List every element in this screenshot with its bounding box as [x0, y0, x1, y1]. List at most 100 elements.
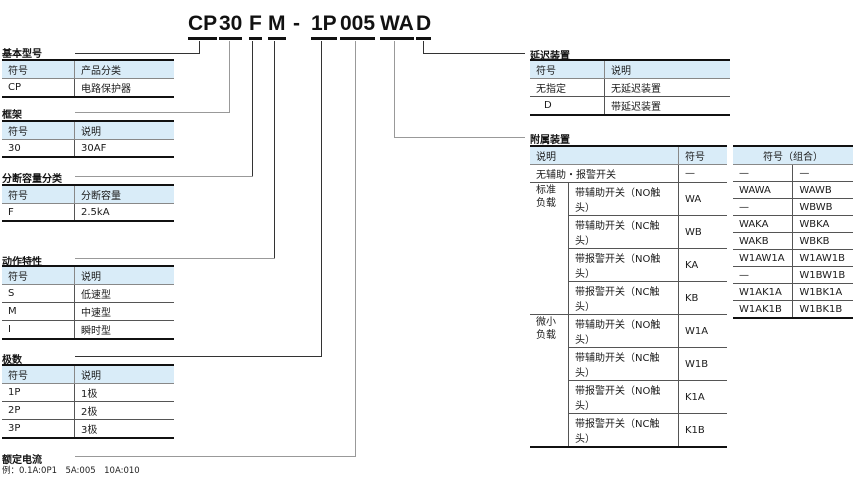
cell-combo: W1AK1A — [733, 283, 793, 301]
column-header: 符号 — [2, 365, 75, 384]
cell-combo: WAKB — [733, 232, 793, 250]
table-row: —W1BW1B — [733, 266, 853, 284]
cell-description: 带报警开关（NO触头） — [568, 380, 679, 414]
section-title-accessory: 附属装置 — [530, 135, 570, 146]
code-basic-model: CP — [188, 12, 218, 40]
cell-description: 30AF — [74, 139, 174, 157]
cell-description: 带辅助开关（NO触头） — [568, 314, 679, 348]
rated-current-example: 例：0.1A:0P1 5A:005 10A:010 — [2, 466, 140, 476]
cell-description: 带辅助开关（NC触头） — [568, 347, 679, 381]
column-header: 分断容量 — [74, 185, 174, 204]
connector-line — [199, 41, 200, 54]
cell-combo: — — [733, 164, 793, 182]
cell-symbol: 30 — [8, 142, 21, 154]
table-row: 带报警开关（NC触头） KB — [530, 281, 727, 315]
code-separator: - — [293, 12, 300, 35]
cell-description: 电路保护器 — [74, 78, 174, 97]
column-header: 符号 — [678, 146, 727, 165]
connector-line — [229, 41, 230, 113]
connector-line — [75, 356, 322, 357]
cell-symbol: WA — [678, 182, 727, 216]
table-row: 带报警开关（NC触头） K1B — [530, 413, 727, 447]
column-header: 说明 — [74, 266, 174, 285]
table-row: D 带延迟装置 — [530, 96, 730, 115]
code-frame: 30 — [219, 12, 243, 40]
section-title-basic-model: 基本型号 — [2, 49, 42, 60]
cell-symbol: 无指定 — [530, 78, 605, 97]
column-header: 符号 — [2, 185, 75, 204]
column-header: 符号（组合） — [733, 146, 853, 165]
cell-description: 带辅助开关（NO触头） — [568, 182, 679, 216]
table-row: 带报警开关（NO触头） K1A — [530, 380, 727, 414]
cell-description: 1极 — [74, 383, 174, 402]
connector-line — [394, 41, 395, 138]
cell-combo: WAKA — [733, 215, 793, 233]
connector-line — [423, 53, 525, 54]
cell-combo: WBKB — [792, 232, 853, 250]
group-label-micro-load: 微小 负载 — [530, 314, 569, 448]
table-row: 带辅助开关（NC触头） WB — [530, 215, 727, 249]
table-row: 标准 负载 带辅助开关（NO触头） WA — [530, 182, 727, 315]
column-header: 说明 — [74, 121, 174, 140]
code-delay-device: D — [416, 12, 432, 40]
section-title-frame: 框架 — [2, 110, 22, 121]
cell-description: 带报警开关（NC触头） — [575, 419, 660, 445]
column-header: 符号 — [2, 60, 75, 79]
column-header: 符号 — [530, 60, 605, 79]
cell-description: 带报警开关（NC触头） — [568, 281, 679, 315]
cell-symbol: K1B — [678, 413, 727, 447]
connector-line — [75, 258, 275, 259]
table-row: —— — [733, 164, 853, 182]
column-header: 说明 — [604, 60, 730, 79]
cell-symbol: 3P — [8, 423, 21, 434]
table-row: 3P 3极 — [2, 419, 174, 438]
section-title-trip-characteristic: 动作特性 — [2, 257, 42, 268]
cell-symbol: KA — [678, 248, 727, 282]
cell-symbol: 2P — [2, 401, 75, 420]
cell-description: 2极 — [74, 401, 174, 420]
code-trip-characteristic: M — [268, 12, 286, 40]
cell-symbol: 1P — [2, 383, 75, 402]
cell-combo: — — [792, 164, 853, 182]
code-rated-current: 005 — [340, 12, 376, 40]
table-row: 带辅助开关（NC触头） W1B — [530, 347, 727, 381]
table-row: 无指定无延迟装置 — [530, 78, 730, 97]
table-row: —WBWB — [733, 198, 853, 216]
cell-description: 3极 — [74, 419, 174, 438]
connector-line — [423, 41, 424, 54]
cell-combo: W1AW1B — [792, 249, 853, 267]
cell-symbol: KB — [678, 281, 727, 315]
column-header: 产品分类 — [74, 60, 174, 79]
cell-symbol: M — [2, 302, 75, 321]
table-row: 30 30AF — [2, 139, 174, 157]
cell-description: 带辅助开关（NC触头） — [568, 215, 679, 249]
code-poles: 1P — [311, 12, 337, 40]
group-label-standard-load: 标准 负载 — [530, 182, 569, 315]
section-title-breaking-capacity: 分断容量分类 — [2, 174, 62, 185]
connector-line — [75, 456, 356, 457]
section-title-rated-current: 额定电流 — [2, 455, 42, 466]
column-header: 说明 — [74, 365, 174, 384]
code-accessory: WA — [380, 12, 414, 40]
connector-line — [394, 137, 525, 138]
cell-description: 2.5kA — [74, 203, 174, 221]
cell-description: 带延迟装置 — [604, 96, 730, 115]
cell-symbol: D — [544, 100, 552, 111]
cell-combo: — — [733, 198, 793, 216]
cell-combo: W1BW1B — [792, 266, 853, 284]
cell-description: 带报警开关（NO触头） — [568, 248, 679, 282]
